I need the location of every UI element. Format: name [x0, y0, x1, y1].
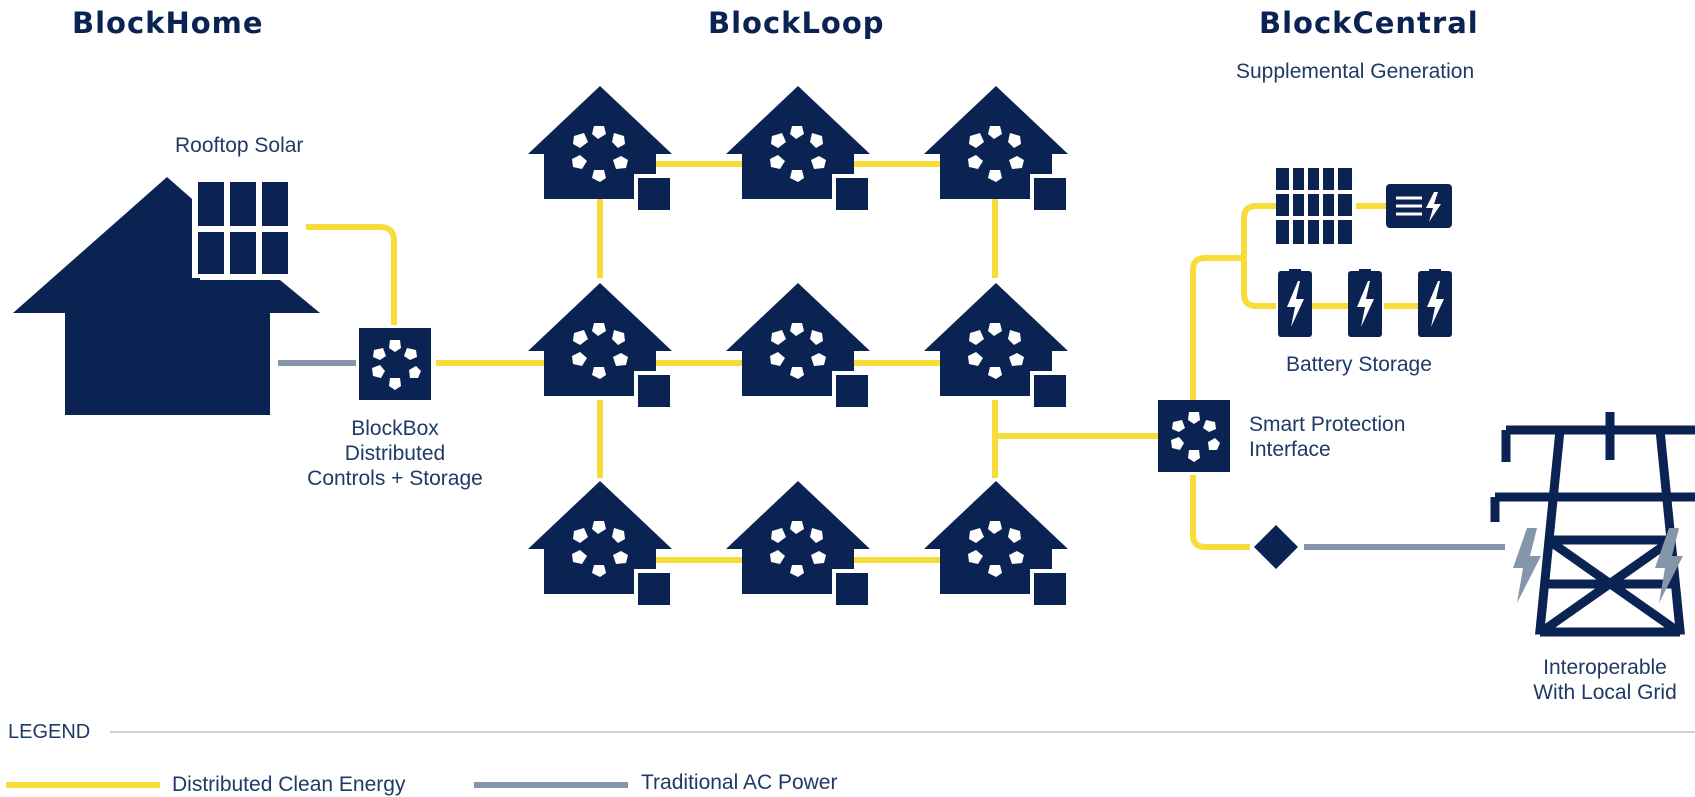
diamond-switch-icon — [1254, 525, 1298, 569]
ac-power-lines — [278, 360, 1505, 550]
loop-house-icon — [726, 481, 872, 609]
smart-protection-label: Smart Protection Interface — [1249, 412, 1405, 462]
battery-icon — [1348, 269, 1382, 337]
transmission-tower-icon — [1490, 412, 1695, 637]
blockbox-label: BlockBox Distributed Controls + Storage — [290, 416, 500, 491]
rooftop-solar-label: Rooftop Solar — [175, 134, 304, 157]
local-grid-label-line-1: Interoperable — [1543, 656, 1667, 679]
generator-icon — [1386, 184, 1452, 228]
battery-icon — [1278, 269, 1312, 337]
smart-protection-label-line-2: Interface — [1249, 438, 1331, 461]
loop-houses — [528, 86, 1070, 609]
blockbox-label-line-3: Controls + Storage — [307, 467, 483, 490]
section-title-blockhome: BlockHome — [72, 6, 264, 40]
loop-house-icon — [726, 86, 872, 214]
central-solar-panel-icon — [1276, 168, 1352, 244]
loop-house-icon — [924, 86, 1070, 214]
blockbox-label-line-1: BlockBox — [351, 417, 439, 440]
clean-energy-lines — [306, 161, 1418, 563]
blockbox-icon — [359, 328, 431, 400]
legend-ac-power-label: Traditional AC Power — [641, 771, 838, 794]
battery-storage-label: Battery Storage — [1286, 353, 1432, 376]
legend-clean-energy-label: Distributed Clean Energy — [172, 773, 406, 796]
loop-house-icon — [924, 283, 1070, 411]
legend-title: LEGEND — [8, 721, 91, 743]
local-grid-label: Interoperable With Local Grid — [1520, 655, 1690, 705]
loop-house-icon — [726, 283, 872, 411]
loop-house-icon — [924, 481, 1070, 609]
local-grid-label-line-2: With Local Grid — [1533, 681, 1677, 704]
section-title-blockcentral: BlockCentral — [1259, 6, 1479, 40]
loop-house-icon — [528, 481, 674, 609]
supplemental-generation-label: Supplemental Generation — [1236, 60, 1475, 83]
section-title-blockloop: BlockLoop — [708, 6, 885, 40]
solar-panel-icon — [192, 178, 294, 278]
battery-icon — [1418, 269, 1452, 337]
battery-storage-icons — [1278, 269, 1452, 337]
loop-house-icon — [528, 86, 674, 214]
blockbox-label-line-2: Distributed — [344, 442, 446, 465]
home-house-icon — [13, 177, 320, 415]
smart-protection-icon — [1158, 400, 1230, 472]
loop-house-icon — [528, 283, 674, 411]
smart-protection-label-line-1: Smart Protection — [1249, 413, 1406, 436]
lightning-bolt-icon — [1513, 528, 1541, 603]
